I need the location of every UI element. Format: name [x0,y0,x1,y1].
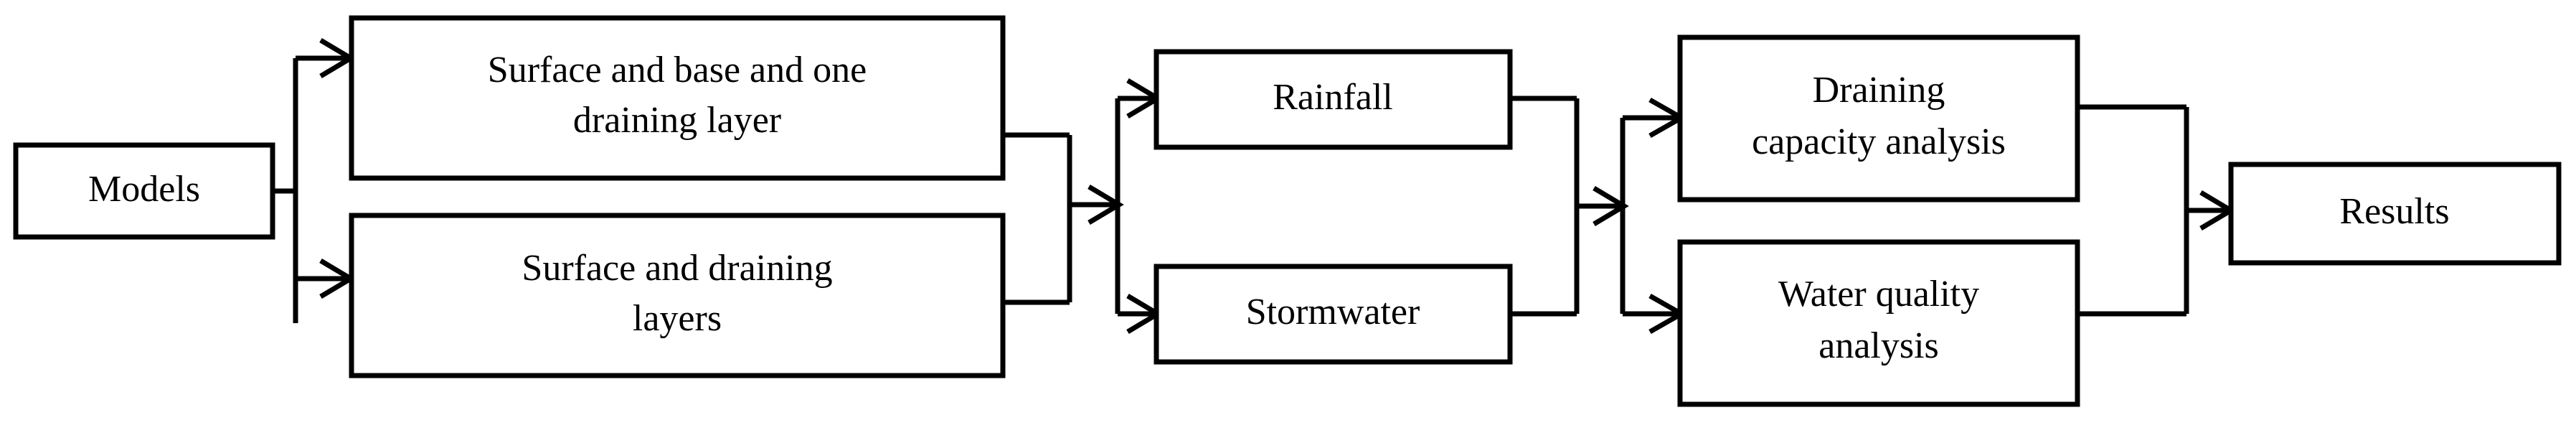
node-results[interactable]: Results [2228,162,2562,266]
node-draining-capacity-analysis-label-line2: capacity analysis [1752,121,2006,162]
node-models-rect[interactable] [13,142,275,240]
node-results-label: Results [2339,191,2449,232]
node-water-quality-analysis[interactable]: Water quality analysis [1677,239,2080,407]
node-rainfall-label: Rainfall [1273,77,1393,118]
node-stormwater[interactable]: Stormwater [1153,264,1513,365]
node-draining-capacity-analysis[interactable]: Draining capacity analysis [1677,34,2080,203]
node-stormwater-rect[interactable] [1153,264,1513,365]
connector-group-models-split [273,37,356,323]
node-surface-base-one-draining-label-line2: draining layer [573,100,781,141]
node-rainfall-rect[interactable] [1153,49,1513,150]
node-surface-draining-layers-rect[interactable] [349,213,1006,378]
connector-group-analysis-to-results [2077,104,2236,317]
node-results-rect[interactable] [2228,162,2562,266]
node-surface-base-one-draining-label-line1: Surface and base and one [488,50,867,90]
node-surface-draining-layers-label-line1: Surface and draining [522,248,832,289]
node-surface-draining-layers[interactable]: Surface and draining layers [349,213,1006,378]
node-water-quality-analysis-label-line2: analysis [1818,325,1939,366]
node-water-quality-analysis-label-line1: Water quality [1778,274,1979,315]
node-surface-base-one-draining-rect[interactable] [349,15,1006,181]
node-models-label: Models [88,169,200,210]
node-surface-base-one-draining[interactable]: Surface and base and one draining layer [349,15,1006,181]
node-stormwater-label: Stormwater [1246,292,1420,332]
node-rainfall[interactable]: Rainfall [1153,49,1513,150]
node-surface-draining-layers-label-line2: layers [633,298,722,339]
node-models[interactable]: Models [13,142,275,240]
node-draining-capacity-analysis-label-line1: Draining [1813,70,1945,111]
node-water-quality-analysis-rect[interactable] [1677,239,2080,407]
connector-group-models-to-weather [1003,78,1163,335]
connector-group-weather-to-analysis [1510,96,1687,335]
node-draining-capacity-analysis-rect[interactable] [1677,34,2080,203]
